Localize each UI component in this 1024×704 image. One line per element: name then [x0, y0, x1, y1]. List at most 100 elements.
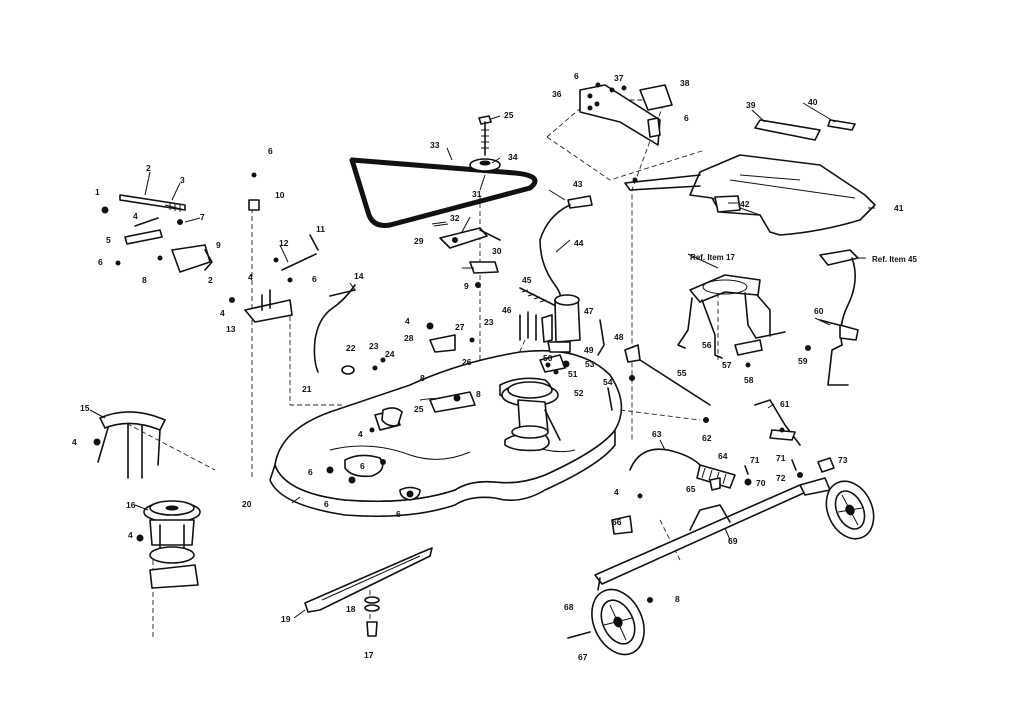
part-label: 67 [578, 652, 588, 662]
platform-41 [624, 154, 876, 236]
reference-labels: Ref. Item 17 Ref. Item 45 [690, 253, 917, 264]
part-label: 69 [728, 536, 738, 546]
frame-56 [677, 274, 786, 368]
part-label: 58 [744, 375, 754, 385]
part-label: 57 [722, 360, 732, 370]
wheel-left [567, 588, 653, 656]
part-label: 41 [894, 203, 904, 213]
part-label: 52 [574, 388, 584, 398]
part-label: 9 [464, 281, 469, 291]
handle-60 [805, 249, 859, 386]
part-label: 6 [574, 71, 579, 81]
part-label: 21 [302, 384, 312, 394]
idler-bracket [431, 221, 501, 288]
bracket-36 [579, 82, 673, 146]
part-label: 72 [776, 473, 786, 483]
part-label: 4 [405, 316, 410, 326]
part-label: 42 [740, 199, 750, 209]
small-parts-70-73 [744, 457, 835, 486]
part-label: 17 [364, 650, 374, 660]
part-label: 6 [312, 274, 317, 284]
part-label: 30 [492, 246, 502, 256]
part-label: 23 [484, 317, 494, 327]
part-label: 6 [396, 509, 401, 519]
part-label: 60 [814, 306, 824, 316]
part-label: 31 [472, 189, 482, 199]
part-label: 6 [98, 257, 103, 267]
part-label: 27 [455, 322, 465, 332]
part-label: 4 [248, 272, 253, 282]
part-label: 9 [216, 240, 221, 250]
part-label: 15 [80, 403, 90, 413]
part-label: 6 [360, 461, 365, 471]
part-label: 4 [128, 530, 133, 540]
part-label: 49 [584, 345, 594, 355]
part-label: 4 [614, 487, 619, 497]
part-label: 56 [702, 340, 712, 350]
part-label: 63 [652, 429, 662, 439]
part-label: 32 [450, 213, 460, 223]
spindle-pulley-52 [501, 381, 561, 441]
part-label: 50 [543, 353, 553, 363]
mower-blade-19 [304, 547, 433, 637]
part-label: 12 [279, 238, 289, 248]
part-label: 48 [614, 332, 624, 342]
part-label: 46 [502, 305, 512, 315]
wheel-right [825, 480, 875, 540]
part-label: 68 [564, 602, 574, 612]
part-label: 26 [462, 357, 472, 367]
part-label: 44 [574, 238, 584, 248]
part-label: 23 [369, 341, 379, 351]
part-label: 8 [476, 389, 481, 399]
part-label: 8 [420, 373, 425, 383]
plates-39-40 [754, 119, 856, 141]
ref-item-17-label: Ref. Item 17 [690, 253, 735, 262]
part-label: 51 [568, 369, 578, 379]
part-label: 29 [414, 236, 424, 246]
part-label: 54 [603, 377, 613, 387]
part-label: 34 [508, 152, 518, 162]
part-label: 19 [281, 614, 291, 624]
part-label: 8 [675, 594, 680, 604]
part-label: 65 [686, 484, 696, 494]
bracket-27-28 [426, 322, 475, 353]
part-label: 73 [838, 455, 848, 465]
part-label: 25 [414, 404, 424, 414]
part-label: 16 [126, 500, 136, 510]
cable-14 [313, 284, 386, 375]
front-axle-69 [594, 477, 831, 591]
part-label: 59 [798, 356, 808, 366]
part-label: 2 [208, 275, 213, 285]
part-label: 70 [756, 478, 766, 488]
part-label: 66 [612, 517, 622, 527]
part-label: 3 [180, 175, 185, 185]
part-label: 22 [346, 343, 356, 353]
part-label: 39 [746, 100, 756, 110]
part-label: 18 [346, 604, 356, 614]
part-label: 8 [142, 275, 147, 285]
part-label: 7 [200, 212, 205, 222]
part-number-labels: 1 2 3 4 5 6 7 8 9 2 6 10 11 12 4 6 4 13 … [72, 71, 904, 662]
part-label: 6 [684, 113, 689, 123]
part-label: 28 [404, 333, 414, 343]
part-label: 11 [316, 224, 325, 234]
part-label: 47 [584, 306, 594, 316]
lift-linkage [519, 287, 605, 375]
leader-lines [89, 102, 875, 619]
part-label: 38 [680, 78, 690, 88]
part-label: 20 [242, 499, 252, 509]
part-label: 64 [718, 451, 728, 461]
part-label: 4 [72, 437, 77, 447]
drive-belt-33 [349, 115, 538, 228]
ref-item-45-label: Ref. Item 45 [872, 255, 917, 264]
part-label: 4 [358, 429, 363, 439]
part-label: 1 [95, 187, 100, 197]
part-label: 6 [324, 499, 329, 509]
spindle-16 [136, 500, 201, 589]
part-label: 6 [268, 146, 273, 156]
part-label: 10 [275, 190, 285, 200]
part-label: 36 [552, 89, 562, 99]
part-label: 40 [808, 97, 818, 107]
part-label: 13 [226, 324, 236, 334]
part-label: 45 [522, 275, 532, 285]
